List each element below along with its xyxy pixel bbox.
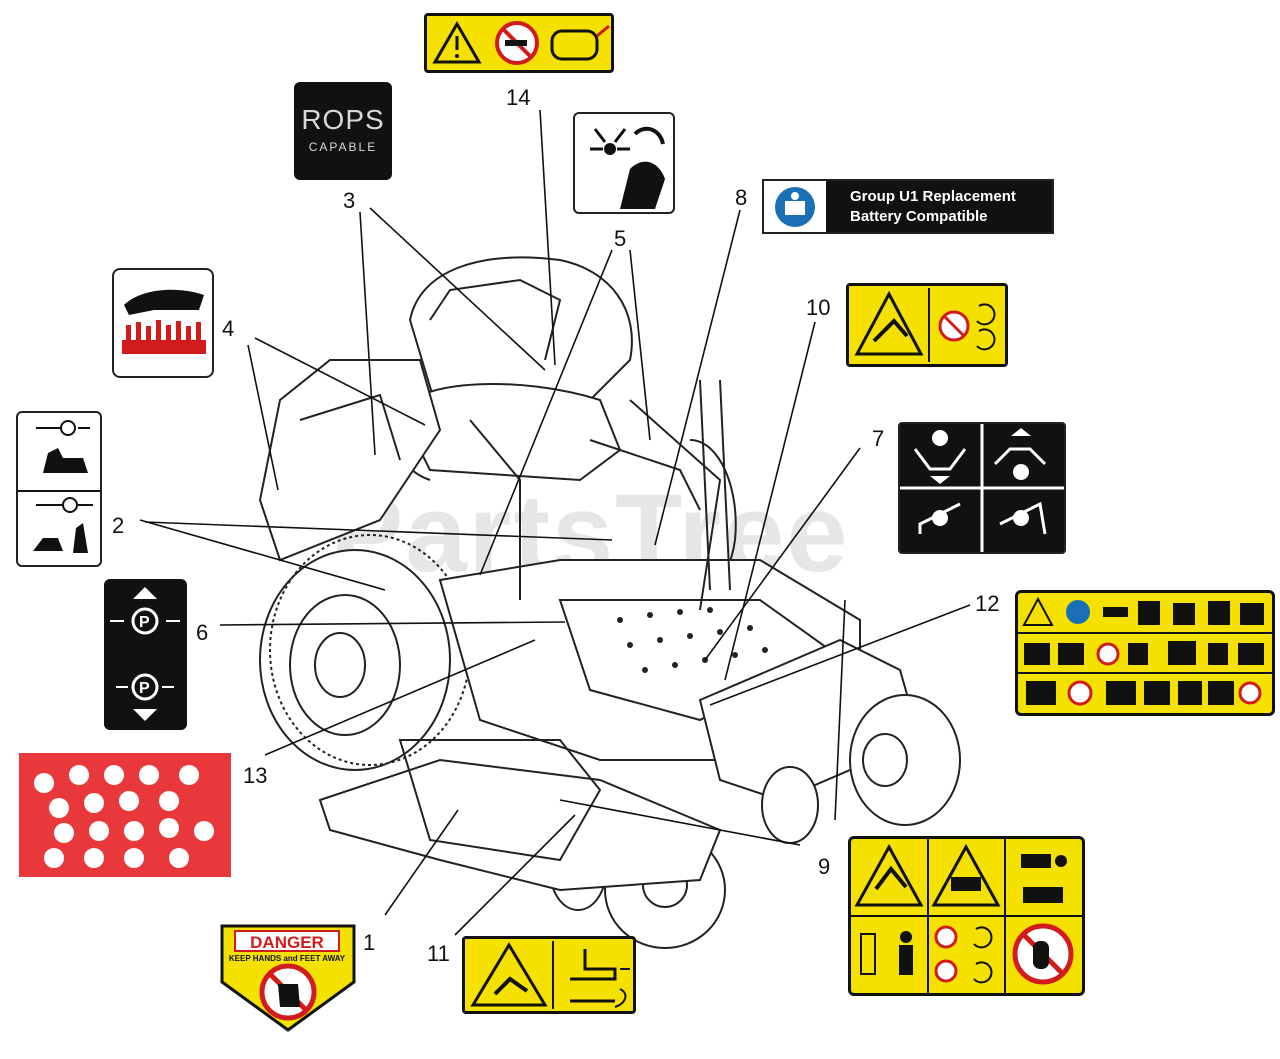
rollover-warning-icon	[854, 288, 996, 362]
decal-parking-brake: P P	[104, 579, 187, 730]
callout-13: 13	[243, 763, 268, 788]
rops-title: ROPS	[301, 104, 385, 135]
danger-subtitle: KEEP HANDS and FEET AWAY	[228, 954, 346, 963]
callout-6: 6	[196, 620, 209, 645]
decal-cut-height	[19, 753, 231, 877]
decal-fuel-warning	[424, 13, 614, 73]
decal-rollover-warning	[846, 283, 1008, 367]
decal-rops-capable: ROPS CAPABLE	[294, 82, 392, 180]
decal-hot-surface	[112, 268, 214, 378]
svg-text:P: P	[139, 614, 150, 631]
decal-danger-hands-feet: DANGER KEEP HANDS and FEET AWAY	[218, 922, 358, 1034]
battery-line-1: Group U1 Replacement	[850, 187, 1016, 205]
svg-text:P: P	[139, 680, 150, 697]
decal-steering-direction	[898, 422, 1066, 554]
foot-hazard-icon	[470, 941, 630, 1009]
callout-1: 1	[363, 930, 376, 955]
mower-safety-panel-icons	[851, 839, 1082, 993]
callout-12: 12	[975, 591, 1000, 616]
callout-5: 5	[614, 226, 627, 251]
safety-strip-icons	[1018, 596, 1272, 706]
callout-10: 10	[806, 295, 831, 320]
cut-height-dots-icon	[34, 765, 214, 868]
decal-pto-engagement	[16, 411, 102, 567]
callout-3: 3	[343, 188, 356, 213]
callout-8: 8	[735, 185, 748, 210]
callout-7: 7	[872, 426, 885, 451]
decal-entanglement	[573, 112, 675, 214]
battery-line-2: Battery Compatible	[850, 207, 988, 225]
callout-9: 9	[818, 854, 831, 879]
info-book-icon	[764, 181, 826, 232]
hand-entanglement-icon	[590, 126, 665, 209]
decal-foot-hazard	[462, 936, 636, 1014]
fuel-warning-icon	[432, 21, 610, 65]
danger-shield-icon	[220, 924, 356, 1032]
decal-mower-safety-panel	[848, 836, 1085, 996]
danger-title: DANGER	[234, 930, 340, 952]
hot-surface-icon	[122, 289, 206, 354]
decal-safety-strip	[1015, 590, 1275, 716]
callout-11: 11	[427, 941, 450, 966]
parking-brake-icon: P P	[110, 587, 180, 721]
callout-14: 14	[506, 85, 531, 110]
decal-battery-compatible: Group U1 Replacement Battery Compatible	[762, 179, 1054, 234]
callout-4: 4	[222, 316, 235, 341]
steering-direction-icon	[900, 424, 1064, 552]
callout-2: 2	[112, 513, 125, 538]
rops-subtitle: CAPABLE	[308, 140, 378, 154]
pto-operator-icon	[18, 420, 100, 553]
